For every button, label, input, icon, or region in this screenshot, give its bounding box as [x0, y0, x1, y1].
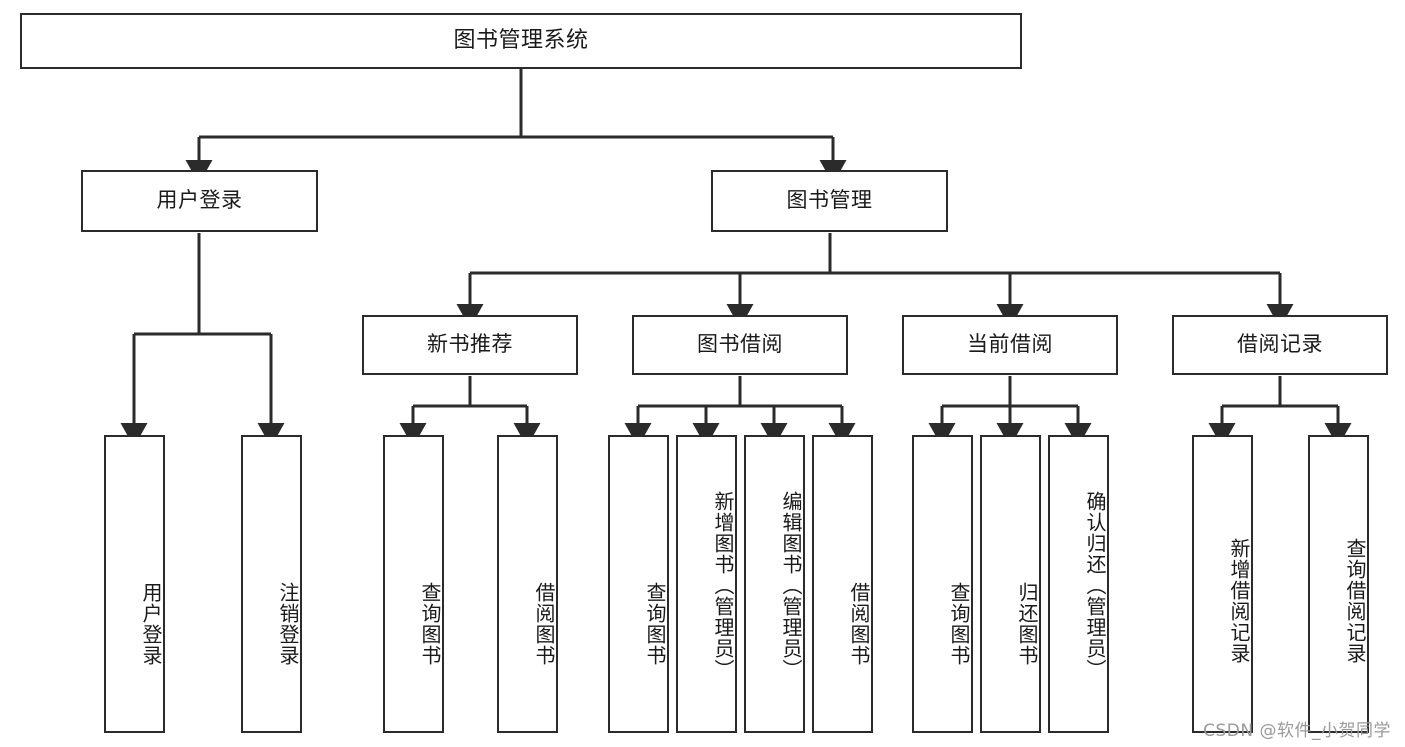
node-label: 查询图书	[643, 581, 667, 666]
leaf-current-query-book[interactable]: 查询图书	[912, 435, 973, 733]
node-label: 确认归还（管理员）	[1083, 490, 1107, 680]
leaf-record-query[interactable]: 查询借阅记录	[1308, 435, 1369, 733]
node-root-system[interactable]: 图书管理系统	[20, 13, 1022, 69]
leaf-record-add[interactable]: 新增借阅记录	[1192, 435, 1253, 733]
node-label: 用户登录	[156, 188, 243, 213]
node-label: 图书借阅	[697, 332, 783, 357]
node-borrow-record[interactable]: 借阅记录	[1172, 315, 1388, 375]
leaf-borrow-edit-book[interactable]: 编辑图书（管理员）	[744, 435, 805, 733]
node-label: 用户登录	[139, 581, 163, 666]
node-label: 图书管理	[786, 188, 873, 213]
leaf-new-book-query[interactable]: 查询图书	[383, 435, 444, 733]
leaf-borrow-add-book[interactable]: 新增图书（管理员）	[676, 435, 737, 733]
node-label: 归还图书	[1015, 581, 1039, 666]
node-current-borrow[interactable]: 当前借阅	[902, 315, 1118, 375]
node-label: 查询借阅记录	[1343, 538, 1367, 664]
node-user-login[interactable]: 用户登录	[81, 170, 318, 232]
leaf-borrow-borrow-book[interactable]: 借阅图书	[812, 435, 873, 733]
node-label: 新增图书（管理员）	[711, 490, 735, 680]
node-label: 注销登录	[276, 581, 300, 666]
node-label: 借阅图书	[532, 581, 556, 666]
node-label: 当前借阅	[967, 332, 1053, 357]
node-label: 编辑图书（管理员）	[779, 490, 803, 680]
leaf-borrow-query-book[interactable]: 查询图书	[608, 435, 669, 733]
node-label: 图书管理系统	[453, 27, 589, 53]
leaf-current-return-book[interactable]: 归还图书	[980, 435, 1041, 733]
node-label: 新增借阅记录	[1227, 538, 1251, 664]
watermark-text: CSDN @软件_小贺同学	[1203, 721, 1391, 741]
node-book-borrow[interactable]: 图书借阅	[632, 315, 848, 375]
node-label: 新书推荐	[427, 332, 513, 357]
node-label: 查询图书	[418, 581, 442, 666]
node-label: 借阅图书	[847, 581, 871, 666]
node-new-book-recommend[interactable]: 新书推荐	[362, 315, 578, 375]
leaf-new-book-borrow[interactable]: 借阅图书	[497, 435, 558, 733]
node-label: 查询图书	[947, 581, 971, 666]
leaf-user-login-signin[interactable]: 用户登录	[104, 435, 165, 733]
leaf-current-confirm-return[interactable]: 确认归还（管理员）	[1048, 435, 1109, 733]
node-book-management[interactable]: 图书管理	[711, 170, 948, 232]
node-label: 借阅记录	[1237, 332, 1323, 357]
leaf-user-login-signout[interactable]: 注销登录	[241, 435, 302, 733]
